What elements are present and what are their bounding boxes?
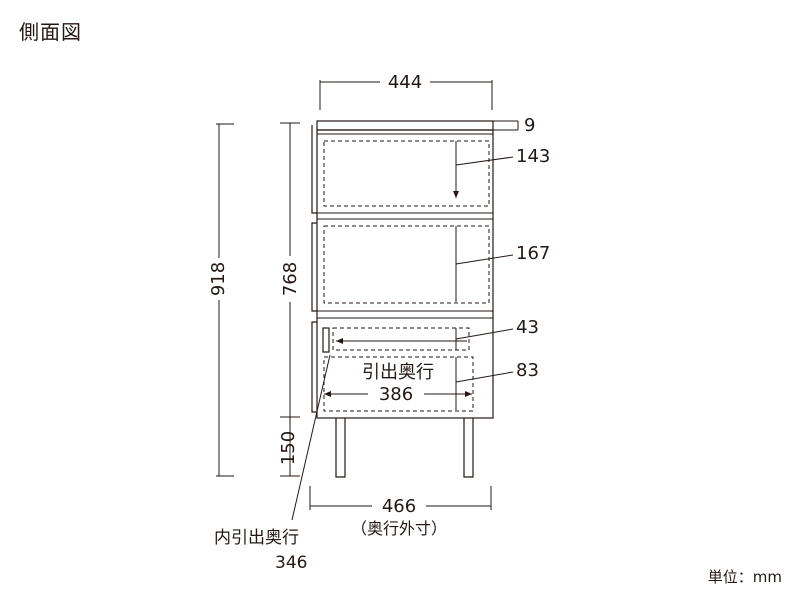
drawer-2-front-panel: [311, 222, 317, 312]
drawer-3-inner: [323, 356, 474, 412]
inner-pull-title: 内引出奥行: [214, 528, 299, 548]
dim-outer-depth-note: （奥行外寸）: [351, 519, 447, 538]
dimension-tray: 43: [455, 317, 539, 350]
dimension-drawer-2: 167: [455, 226, 550, 302]
inner-tray: [332, 327, 470, 351]
dimension-pull-depth: 引出奥行 386: [324, 362, 472, 405]
dimension-drawer-1: 143: [453, 141, 550, 198]
cabinet-body: [311, 120, 494, 478]
page-title: 側面図: [19, 20, 82, 44]
back-leg: [463, 418, 474, 478]
drawer-2-inner: [323, 225, 490, 304]
dim-top-width-label: 444: [388, 72, 422, 93]
dim-leg-height-label: 150: [278, 431, 299, 465]
drawer-2: [316, 218, 494, 312]
dimension-body-height: 768: [280, 122, 301, 418]
dimension-total-height: 918: [208, 123, 234, 477]
dimension-top-board: 9: [493, 115, 535, 136]
tray-handle: [322, 327, 330, 353]
dim-drawer-2-label: 167: [516, 243, 550, 264]
drawer-1-front-panel: [311, 125, 317, 214]
drawer-3: [316, 317, 494, 419]
pull-depth-title: 引出奥行: [362, 362, 434, 383]
dimension-outer-depth: 466 （奥行外寸）: [309, 486, 492, 538]
dimension-inner-pull: 内引出奥行 346: [214, 338, 467, 573]
dimension-leg-height: 150: [278, 417, 300, 477]
inner-pull-value: 346: [275, 553, 307, 573]
drawer-3-front-panel: [311, 321, 317, 413]
dimension-top-width: 444: [319, 72, 493, 110]
dim-tray-label: 43: [516, 317, 539, 338]
dim-drawer-1-label: 143: [516, 146, 550, 167]
drawer-1-inner: [323, 140, 490, 207]
unit-label: 単位：mm: [707, 568, 782, 586]
dimension-drawer-3: 83: [455, 357, 539, 410]
dim-body-height-label: 768: [280, 262, 301, 296]
top-board: [316, 120, 494, 131]
pull-depth-value: 386: [379, 384, 413, 405]
drawer-1: [316, 133, 494, 214]
front-leg: [335, 418, 346, 478]
dim-outer-depth-label: 466: [382, 496, 416, 517]
dim-total-height-label: 918: [208, 262, 229, 296]
dim-top-board-label: 9: [524, 115, 535, 136]
dim-drawer-3-label: 83: [516, 360, 539, 381]
